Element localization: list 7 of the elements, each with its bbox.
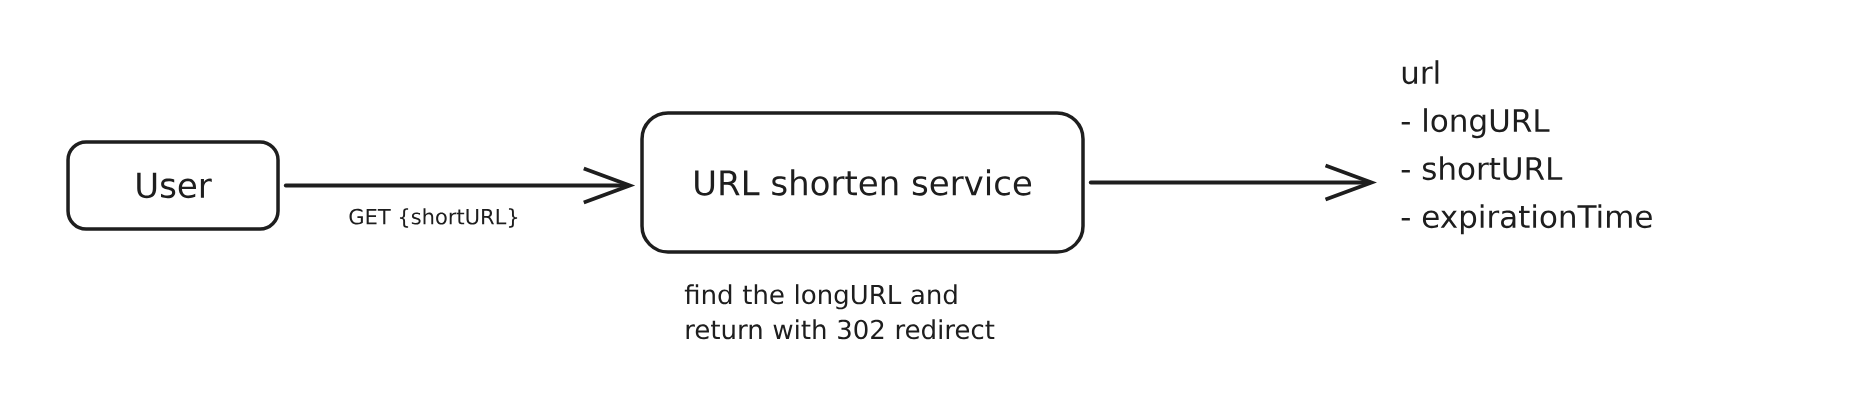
arrow bbox=[283, 166, 636, 205]
process-box: User bbox=[66, 140, 280, 231]
arrow bbox=[1088, 163, 1377, 202]
edge-label: GET {shortURL} bbox=[346, 206, 522, 230]
process-box: URL shorten service bbox=[640, 111, 1085, 254]
field-list: url - longURL - shortURL - expirationTime bbox=[1401, 60, 1652, 235]
note-text: find the longURL and return with 302 redirect bbox=[684, 284, 995, 340]
